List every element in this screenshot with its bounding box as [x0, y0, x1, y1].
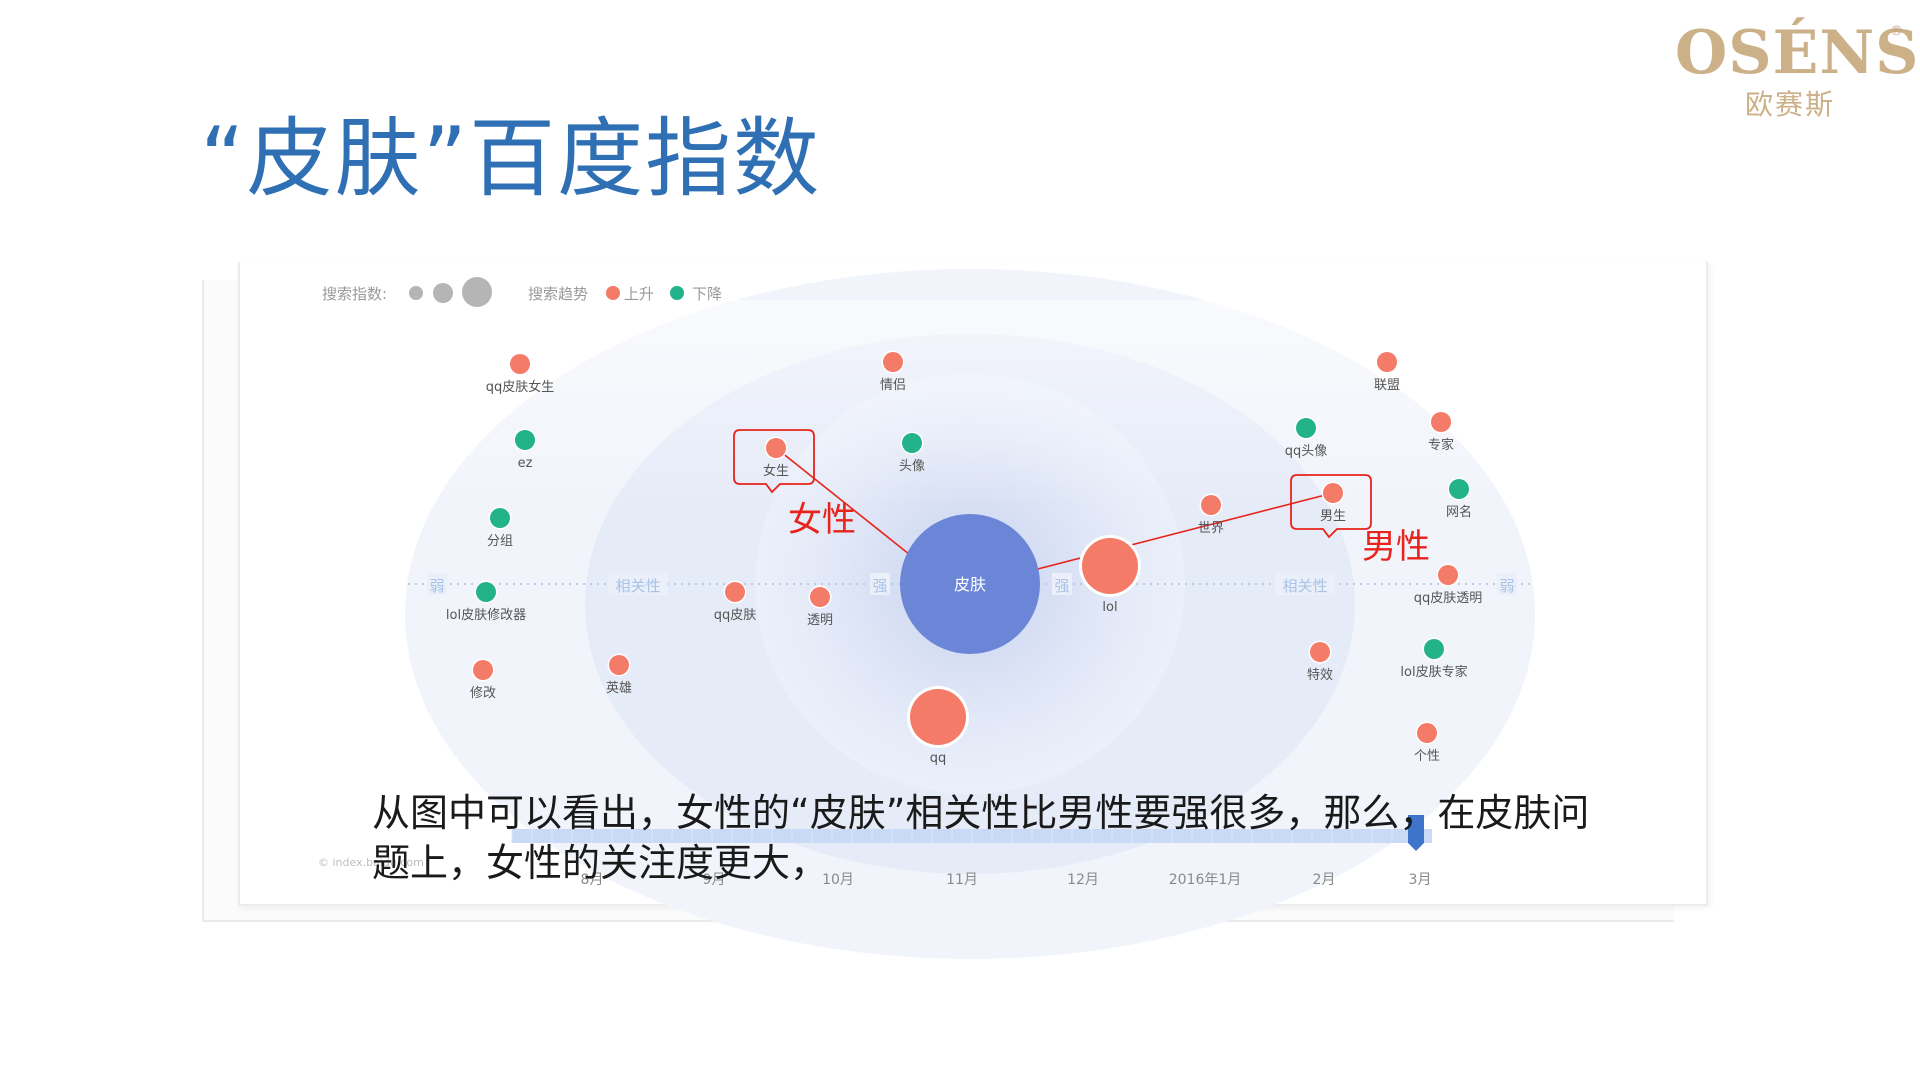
axis-label-right_weak: 弱 — [1499, 577, 1514, 595]
center-bubble-label: 皮肤 — [954, 575, 986, 594]
timeline-slider-pointer — [1408, 843, 1424, 851]
keyword-label-20: 特效 — [1307, 668, 1333, 683]
keyword-bubble-4 — [473, 660, 493, 680]
keyword-label-21: lol皮肤专家 — [1400, 664, 1467, 680]
center-bubble — [900, 514, 1040, 654]
keyword-bubble-5 — [609, 655, 629, 675]
keyword-label-19: qq皮肤透明 — [1414, 591, 1483, 606]
legend-trend-label: 搜索趋势 — [528, 285, 588, 303]
annotation-label-0: 女性 — [788, 500, 856, 540]
legend-size-medium — [433, 283, 453, 303]
keyword-label-6: qq皮肤 — [714, 608, 757, 623]
annotation-label-1: 男性 — [1362, 527, 1430, 567]
keyword-bubble-20 — [1310, 642, 1330, 662]
keyword-label-17: 专家 — [1428, 437, 1454, 453]
keyword-bubble-1 — [515, 430, 535, 450]
timeline-tick-6: 2月 — [1313, 872, 1336, 888]
keyword-bubble-3 — [476, 582, 496, 602]
keyword-label-13: 世界 — [1198, 521, 1224, 536]
brand-logo-wordmark: OSÉNS — [1675, 18, 1920, 88]
keyword-bubble-0 — [510, 354, 530, 374]
keyword-bubble-2 — [490, 508, 510, 528]
keyword-bubble-7 — [766, 438, 786, 458]
keyword-bubble-19 — [1438, 565, 1458, 585]
keyword-label-0: qq皮肤女生 — [486, 379, 555, 395]
timeline-tick-3: 11月 — [946, 872, 978, 888]
axis-label-right_relevance: 相关性 — [1282, 577, 1327, 595]
annotation-line-1 — [994, 492, 1334, 581]
timeline-tick-7: 3月 — [1409, 872, 1432, 888]
axis-label-bg — [1497, 573, 1517, 595]
timeline-tick-2: 10月 — [822, 872, 854, 888]
keyword-bubble-18 — [1449, 479, 1469, 499]
axis-label-left_weak: 弱 — [429, 577, 444, 595]
brand-logo: OSÉNS ® 欧赛斯 — [1675, 18, 1920, 128]
legend-down-label: 下降 — [692, 285, 722, 303]
legend-up-label: 上升 — [624, 285, 654, 303]
axis-label-bg — [608, 573, 668, 595]
keyword-bubble-6 — [725, 582, 745, 602]
keyword-label-22: 个性 — [1414, 749, 1440, 764]
slide-caption: 从图中可以看出，女性的“皮肤”相关性比男性要强很多，那么，在皮肤问题上，女性的关… — [372, 791, 1590, 885]
keyword-label-10: 透明 — [807, 613, 833, 628]
keyword-bubble-9 — [902, 433, 922, 453]
page-title: “皮肤”百度指数 — [200, 109, 822, 209]
keyword-bubble-14 — [1296, 418, 1316, 438]
keyword-label-2: 分组 — [487, 534, 513, 549]
axis-label-right_strong: 强 — [1054, 577, 1069, 595]
keyword-bubble-17 — [1431, 412, 1451, 432]
keyword-label-3: lol皮肤修改器 — [446, 608, 526, 623]
axis-label-bg — [1275, 573, 1335, 595]
axis-label-left_strong: 强 — [872, 577, 887, 595]
keyword-label-1: ez — [518, 456, 533, 471]
keyword-bubble-11 — [910, 689, 966, 745]
keyword-label-9: 头像 — [899, 459, 925, 474]
keyword-label-4: 修改 — [470, 686, 496, 701]
annotation-callout-box-1 — [1290, 474, 1372, 539]
annotation-callout-box-0 — [733, 429, 815, 494]
keyword-label-5: 英雄 — [606, 681, 632, 696]
keyword-label-12: lol — [1102, 600, 1117, 615]
timeline-tick-0: 8月 — [581, 872, 604, 888]
axis-label-bg — [427, 573, 447, 595]
keyword-bubble-22 — [1417, 723, 1437, 743]
legend-size-label: 搜索指数: — [322, 285, 387, 303]
legend-size-large — [462, 277, 492, 307]
keyword-label-8: 情侣 — [880, 378, 906, 393]
chart-watermark: © index.baidu.com — [318, 856, 424, 869]
keyword-bubble-15 — [1323, 483, 1343, 503]
timeline-tick-4: 12月 — [1067, 872, 1099, 888]
axis-label-left_relevance: 相关性 — [615, 577, 660, 595]
keyword-label-11: qq — [930, 751, 947, 766]
axis-label-bg — [870, 573, 890, 595]
timeline-tick-5: 2016年1月 — [1169, 872, 1242, 888]
axis-label-bg — [1052, 573, 1072, 595]
keyword-bubble-8 — [883, 352, 903, 372]
legend-up-dot — [606, 286, 620, 300]
keyword-label-18: 网名 — [1446, 504, 1472, 520]
timeline-slider-handle — [1408, 815, 1424, 843]
keyword-label-7: 女生 — [763, 463, 789, 479]
keyword-label-16: 联盟 — [1374, 378, 1400, 393]
keyword-label-15: 男生 — [1320, 509, 1346, 524]
registered-mark: ® — [1890, 24, 1903, 39]
keyword-bubble-12 — [1082, 538, 1138, 594]
legend-size-small — [409, 286, 423, 300]
keyword-label-14: qq头像 — [1285, 444, 1328, 459]
brand-logo-chinese: 欧赛斯 — [1744, 88, 1835, 121]
keyword-bubble-13 — [1201, 495, 1221, 515]
timeline-tick-1: 9月 — [703, 872, 726, 888]
keyword-bubble-16 — [1377, 352, 1397, 372]
keyword-bubble-10 — [810, 587, 830, 607]
keyword-bubble-21 — [1424, 639, 1444, 659]
legend-down-dot — [670, 286, 684, 300]
